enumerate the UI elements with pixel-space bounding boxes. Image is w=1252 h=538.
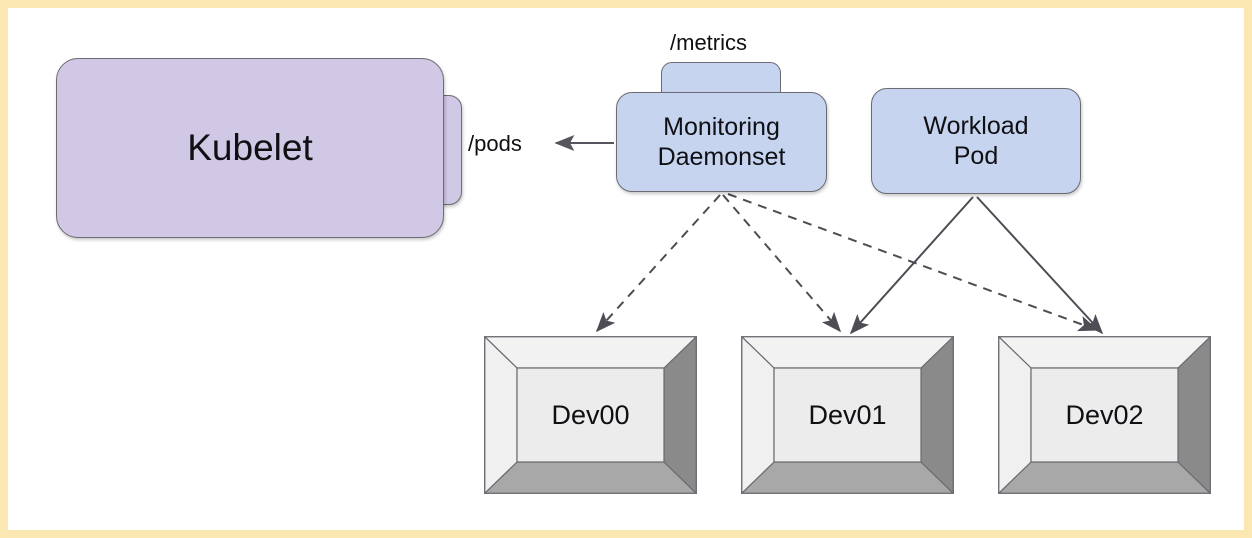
dev00-cube-shape bbox=[484, 336, 697, 494]
edge-workload-to-dev02 bbox=[976, 196, 1104, 335]
workload-label-line1: Workload bbox=[923, 111, 1029, 140]
node-dev01[interactable]: Dev01 bbox=[741, 336, 954, 494]
node-dev00[interactable]: Dev00 bbox=[484, 336, 697, 494]
monitoring-label-line1: Monitoring bbox=[663, 112, 780, 141]
edge-monitoring-to-dev01 bbox=[722, 194, 842, 333]
node-kubelet-label: Kubelet bbox=[187, 127, 313, 168]
node-monitoring-daemonset[interactable]: Monitoring Daemonset bbox=[616, 92, 827, 192]
monitoring-label-line2: Daemonset bbox=[657, 143, 786, 171]
node-monitoring-daemonset-label: Monitoring Daemonset bbox=[658, 112, 786, 173]
edge-monitoring-to-dev00 bbox=[595, 194, 721, 333]
node-dev00-label: Dev00 bbox=[551, 399, 630, 430]
node-dev02[interactable]: Dev02 bbox=[998, 336, 1211, 494]
workload-label-line2: Pod bbox=[953, 142, 999, 170]
pods-endpoint-label: /pods bbox=[468, 131, 522, 156]
metrics-endpoint-label: /metrics bbox=[670, 30, 747, 55]
node-kubelet[interactable]: Kubelet bbox=[56, 58, 444, 238]
edge-workload-to-dev01 bbox=[849, 196, 974, 335]
node-dev01-label: Dev01 bbox=[808, 399, 887, 430]
dev02-cube-shape bbox=[998, 336, 1211, 494]
edge-monitoring-to-dev02 bbox=[727, 193, 1099, 332]
dev01-cube-shape bbox=[741, 336, 954, 494]
node-dev02-label: Dev02 bbox=[1065, 399, 1144, 430]
node-workload-pod[interactable]: Workload Pod bbox=[871, 88, 1081, 194]
node-workload-pod-label: Workload Pod bbox=[923, 111, 1028, 172]
